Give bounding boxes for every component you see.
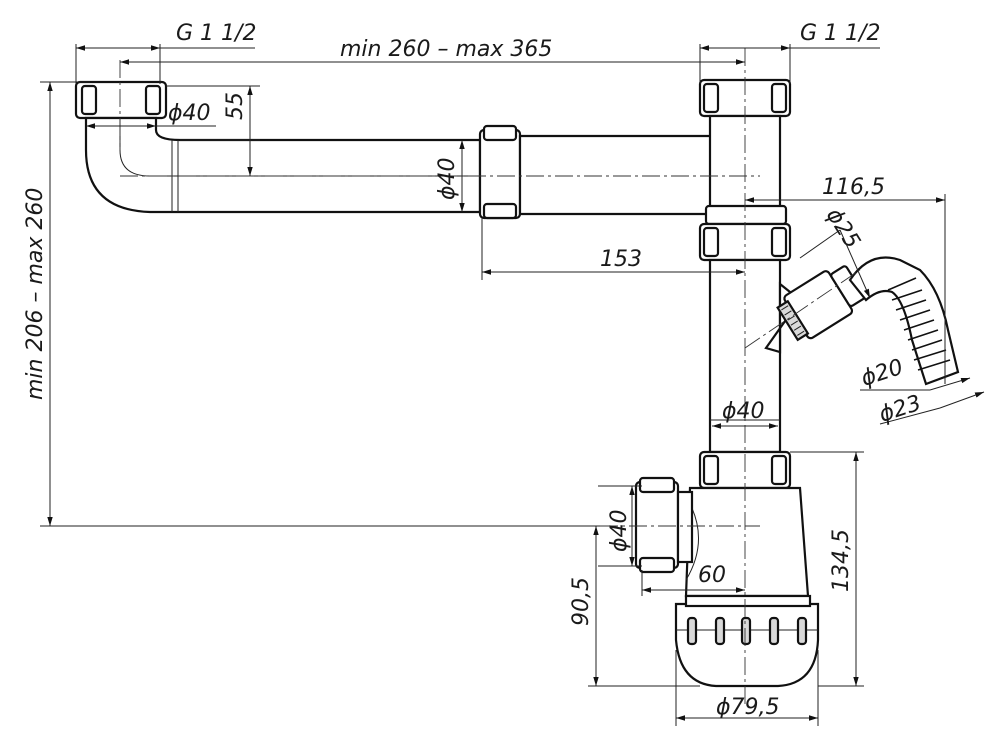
label-thread-left: G 1 1/2: [176, 21, 256, 46]
label-offset-55: 55: [223, 92, 248, 120]
label-dia-20: ϕ20: [858, 355, 906, 392]
label-dia-vertical-pipe: ϕ40: [722, 399, 765, 424]
dimension-lines: [40, 44, 985, 726]
label-dia-inlet-left: ϕ40: [168, 101, 211, 126]
label-dist-60: 60: [698, 563, 726, 588]
side-outlet-nut: [634, 480, 680, 570]
label-height-90-5: 90,5: [569, 577, 594, 626]
label-length-range: min 260 – max 365: [340, 37, 552, 62]
label-dia-side-outlet: ϕ40: [607, 509, 632, 552]
label-dia-bottle: ϕ79,5: [716, 695, 780, 720]
hose-ribs: [887, 277, 951, 371]
label-dia-horizontal-pipe: ϕ40: [435, 157, 460, 200]
label-height-range: min 206 – max 260: [23, 188, 48, 400]
left-elbow-pipe: [84, 116, 482, 214]
hose-elbow: [848, 256, 960, 386]
label-dist-153: 153: [600, 247, 642, 272]
label-dia-25: ϕ25: [821, 204, 865, 253]
label-height-134-5: 134,5: [829, 529, 854, 592]
label-dia-23: ϕ23: [876, 391, 924, 428]
label-thread-right: G 1 1/2: [800, 21, 880, 46]
side-hose-outlet: [764, 256, 960, 386]
label-dist-116-5: 116,5: [822, 175, 885, 200]
center-lines: [119, 48, 861, 708]
bottle-trap: [634, 450, 820, 688]
